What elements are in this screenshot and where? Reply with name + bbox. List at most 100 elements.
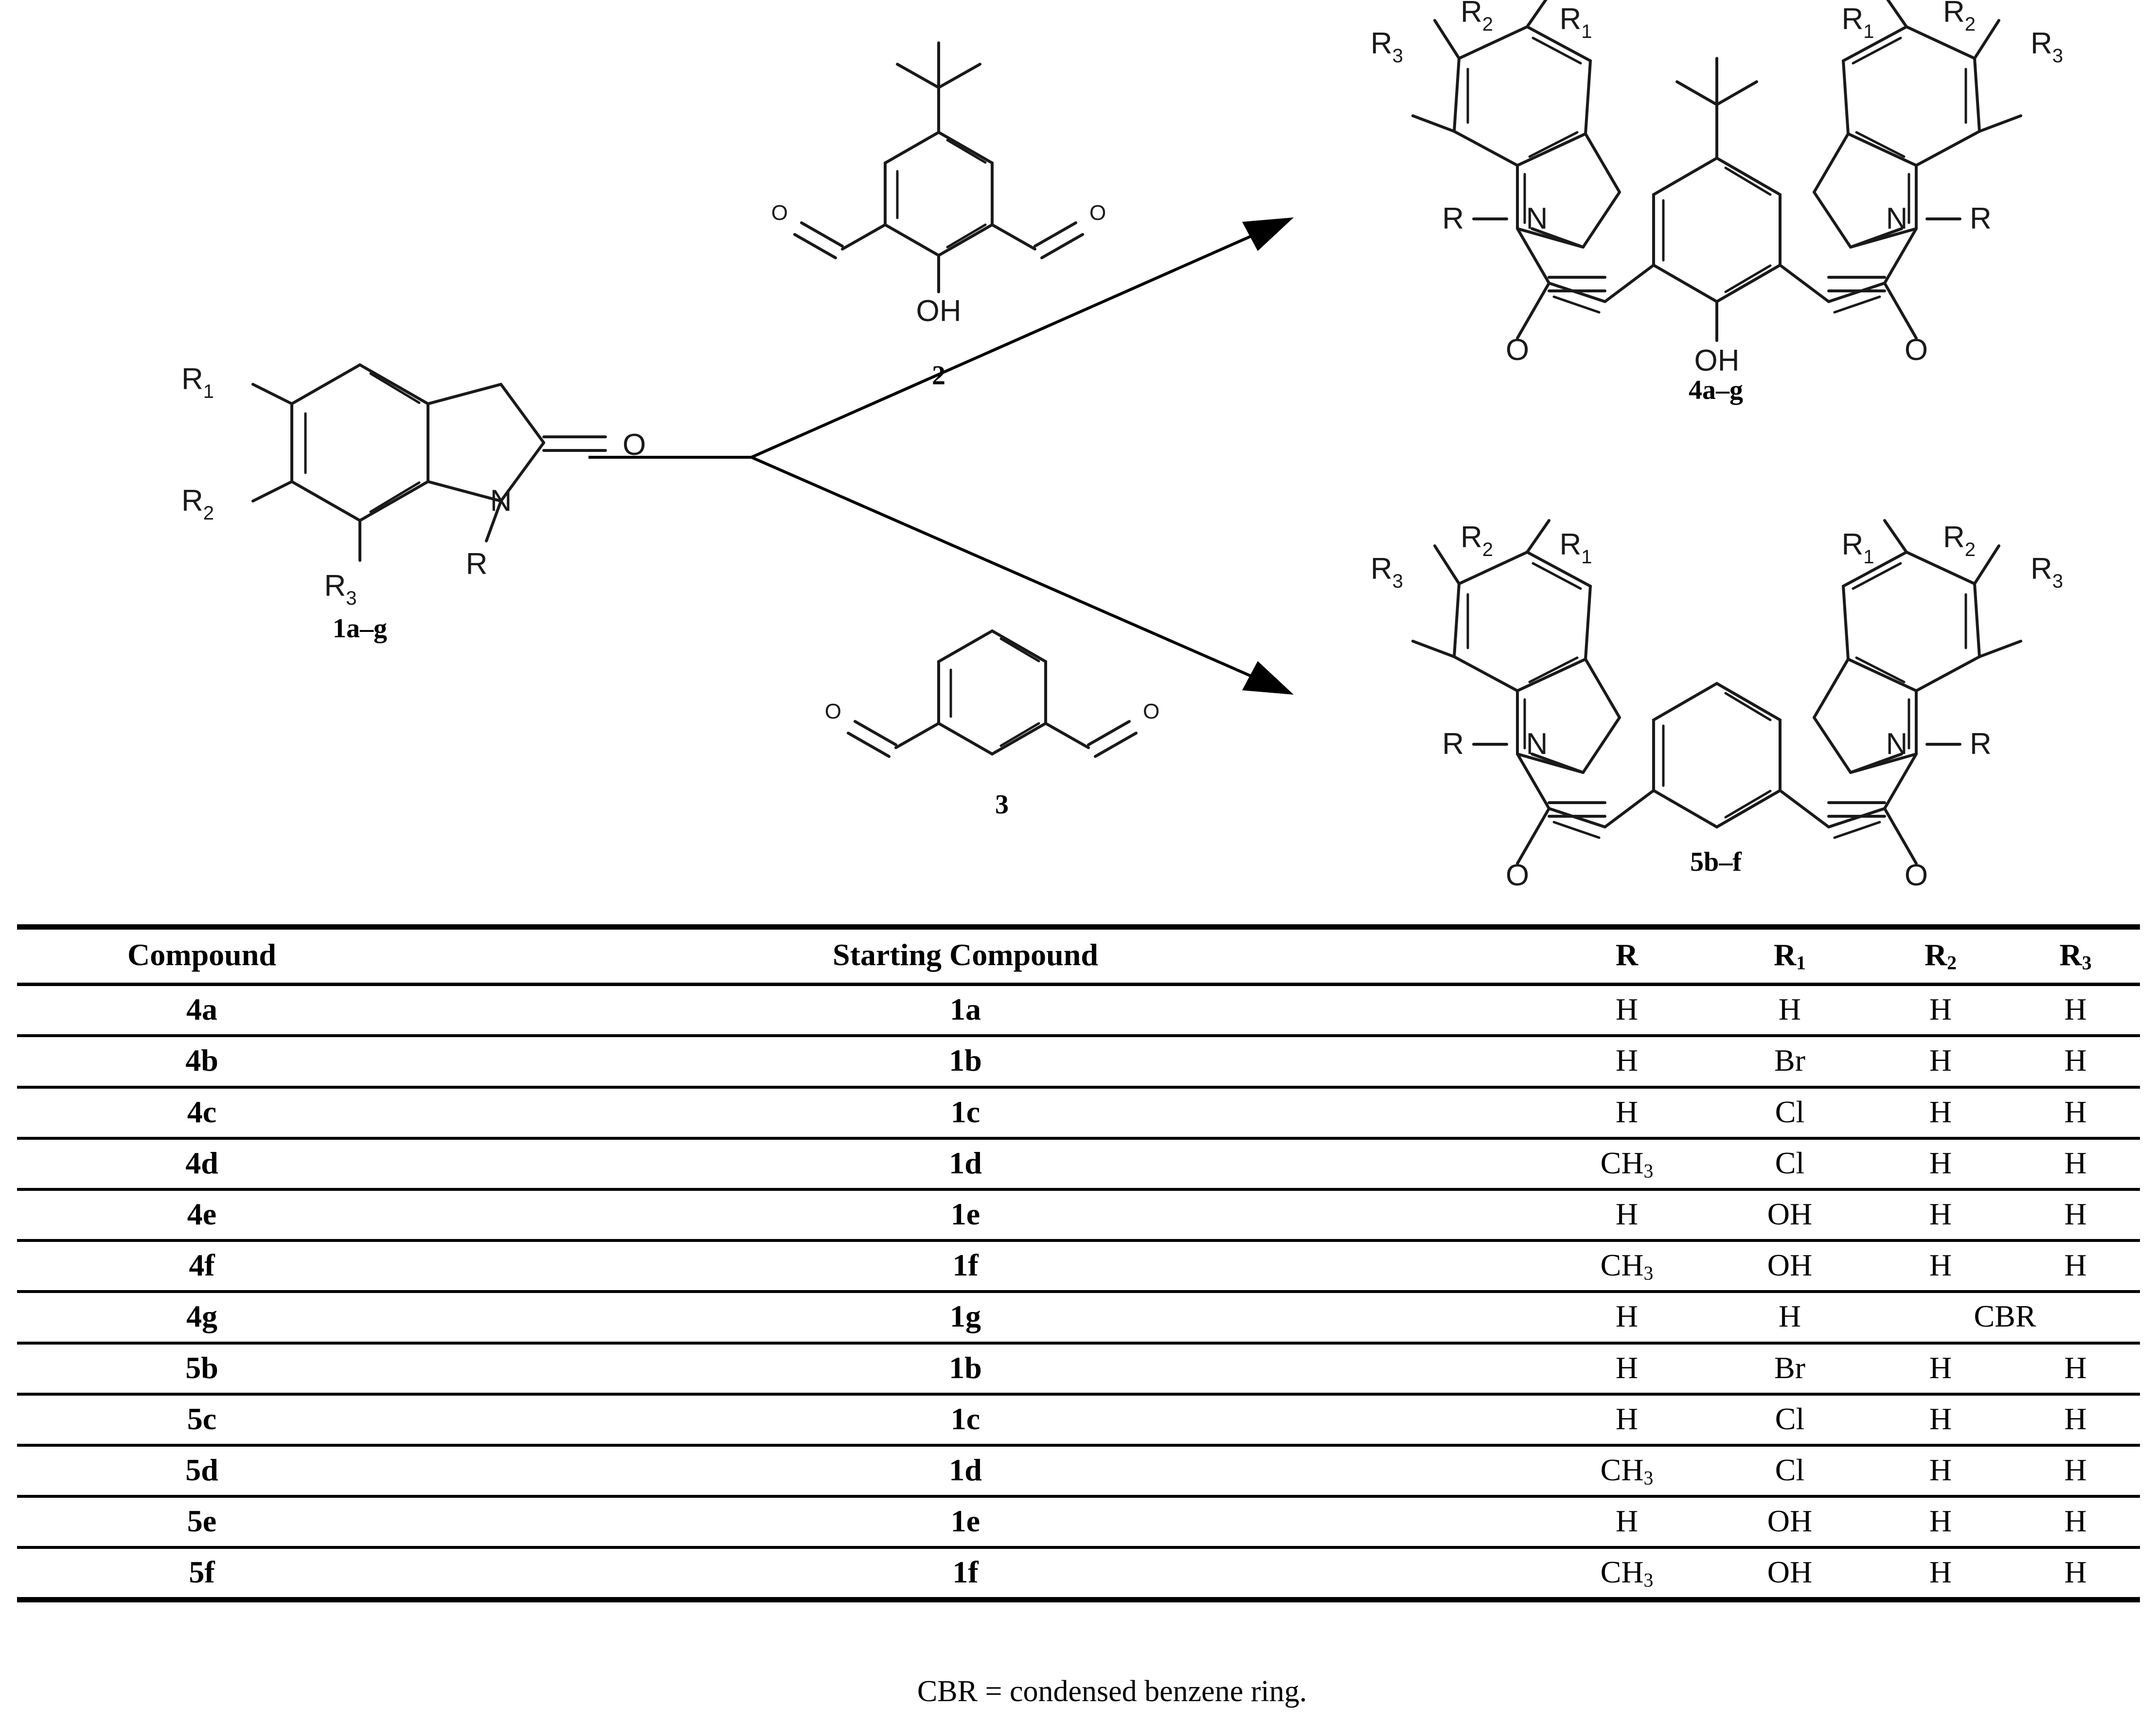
atom-label-r3: R3 — [1371, 552, 1403, 592]
atom-label-r: R — [1442, 202, 1464, 235]
atom-label-o-left: O — [771, 201, 788, 225]
cell-starting-compound: 1f — [387, 1547, 1544, 1603]
cell-r2: H — [1870, 1343, 2011, 1396]
atom-label-r3: R3 — [1371, 27, 1403, 67]
cell-r1: Br — [1710, 1343, 1870, 1396]
cell-r: H — [1544, 1292, 1710, 1345]
column-header-r3: R3 — [2011, 924, 2140, 987]
cell-starting-compound: 1a — [387, 984, 1544, 1038]
cell-starting-compound: 1f — [387, 1240, 1544, 1293]
cell-r1: Br — [1710, 1036, 1870, 1089]
cell-r3: H — [2011, 1394, 2140, 1447]
cell-r3: H — [2011, 1087, 2140, 1140]
cell-compound: 5e — [17, 1496, 387, 1549]
cell-r3: H — [2011, 1343, 2140, 1396]
atom-label-n: N — [1886, 202, 1908, 235]
atom-label-r: R — [1442, 727, 1464, 761]
column-header-starting-compound: Starting Compound — [387, 924, 1544, 987]
cell-compound: 4a — [17, 984, 387, 1038]
atom-label-r1: R1 — [1841, 2, 1874, 42]
cell-r2: H — [1870, 1394, 2011, 1447]
cell-r3: H — [2011, 1240, 2140, 1293]
cell-compound: 5c — [17, 1394, 387, 1447]
cell-r1: Cl — [1710, 1087, 1870, 1140]
cell-r1: Cl — [1710, 1394, 1870, 1447]
reaction-arrows — [588, 217, 1294, 695]
cell-starting-compound: 1e — [387, 1496, 1544, 1549]
atom-label-o: O — [1506, 859, 1529, 892]
cell-r: H — [1544, 984, 1710, 1038]
cell-r2: H — [1870, 1496, 2011, 1549]
cell-r2: H — [1870, 1547, 2011, 1603]
cell-r: H — [1544, 1087, 1710, 1140]
cell-r: CH3 — [1544, 1138, 1710, 1191]
cell-r3: H — [2011, 1189, 2140, 1242]
cell-starting-compound: 1c — [387, 1087, 1544, 1140]
column-header-compound: Compound — [17, 924, 387, 987]
atom-label-r2: R2 — [181, 484, 214, 524]
atom-label-o-right: O — [1143, 700, 1159, 723]
cell-r: H — [1544, 1343, 1710, 1396]
cell-compound: 4b — [17, 1036, 387, 1089]
cell-compound: 4c — [17, 1087, 387, 1140]
cell-compound: 4f — [17, 1240, 387, 1293]
substituent-table-wrapper: Compound Starting Compound R R1 R2 R3 4a… — [17, 924, 2140, 1603]
atom-label-o: O — [1506, 333, 1529, 367]
cell-r2: H — [1870, 1240, 2011, 1293]
atom-label-r: R — [1970, 727, 1992, 761]
cell-compound: 4d — [17, 1138, 387, 1191]
atom-label-r2: R2 — [1943, 0, 1976, 35]
cell-starting-compound: 1g — [387, 1292, 1544, 1345]
atom-label-r2: R2 — [1943, 521, 1976, 560]
cell-compound: 5d — [17, 1445, 387, 1498]
compound-label-1ag: 1a–g — [333, 613, 387, 644]
atom-label-oh: OH — [1694, 344, 1740, 377]
cell-r3: H — [2011, 1496, 2140, 1549]
atom-label-n: N — [490, 484, 512, 518]
cell-r: H — [1544, 1036, 1710, 1089]
atom-label-r2: R2 — [1461, 0, 1493, 35]
cell-starting-compound: 1c — [387, 1394, 1544, 1447]
cell-r3: H — [2011, 1547, 2140, 1603]
cell-starting-compound: 1e — [387, 1189, 1544, 1242]
atom-label-r3: R3 — [2031, 27, 2063, 67]
cell-r1: OH — [1710, 1240, 1870, 1293]
cell-r3: H — [2011, 1138, 2140, 1191]
cell-r: H — [1544, 1496, 1710, 1549]
reaction-scheme: R1 R2 R3 N R O 1a–g O — [181, 0, 2063, 892]
cell-r: CH3 — [1544, 1547, 1710, 1603]
cell-compound: 5f — [17, 1547, 387, 1603]
cell-r1: H — [1710, 984, 1870, 1038]
cell-starting-compound: 1d — [387, 1138, 1544, 1191]
atom-label-o: O — [1905, 859, 1928, 892]
cell-r2-r3-span: CBR — [1870, 1292, 2140, 1345]
footnote-text: CBR = condensed benzene ring. — [917, 1675, 1307, 1708]
cell-r2: H — [1870, 1087, 2011, 1140]
column-header-r: R — [1544, 924, 1710, 987]
cell-r1: Cl — [1710, 1138, 1870, 1191]
structure-4ag: R2 R1 R3 N R O OH — [1371, 0, 2063, 405]
cell-compound: 4g — [17, 1292, 387, 1345]
atom-label-r1: R1 — [1841, 528, 1874, 568]
cell-starting-compound: 1b — [387, 1343, 1544, 1396]
structure-5bf: R2 R1 R3 N R O — [1371, 519, 2063, 892]
atom-label-oh: OH — [916, 294, 962, 328]
cell-r2: H — [1870, 1036, 2011, 1089]
cell-r1: OH — [1710, 1189, 1870, 1242]
atom-label-r: R — [466, 547, 488, 581]
atom-label-o-right: O — [1089, 201, 1106, 225]
atom-label-n: N — [1526, 202, 1548, 235]
substituent-table: Compound Starting Compound R R1 R2 R3 4a… — [17, 924, 2140, 1603]
atom-label-r3: R3 — [324, 569, 356, 609]
cell-r: CH3 — [1544, 1240, 1710, 1293]
atom-label-r: R — [1970, 202, 1992, 235]
